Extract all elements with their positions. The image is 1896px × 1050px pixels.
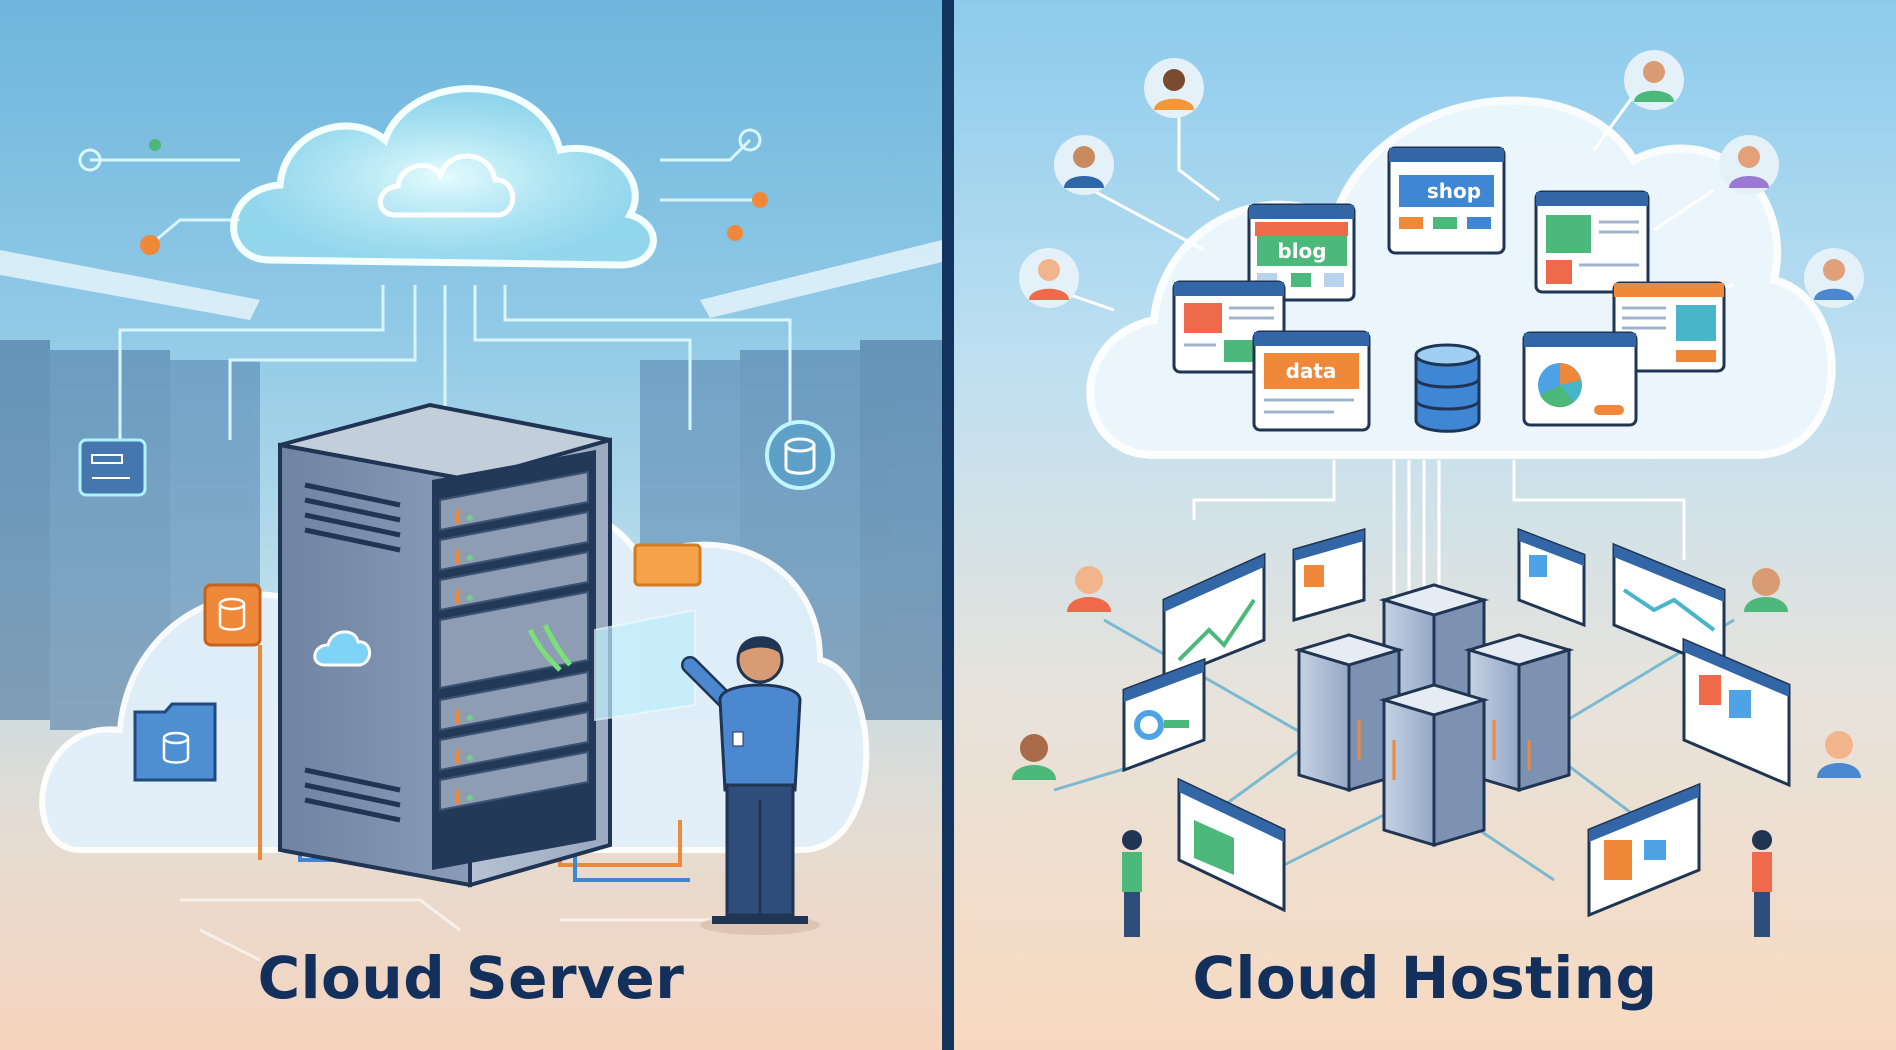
orange-database-tile (203, 583, 262, 647)
standing-person (1122, 830, 1142, 937)
user-avatar (1624, 50, 1684, 110)
user-avatar (1019, 248, 1079, 308)
cloud-hosting-title: Cloud Hosting (1192, 944, 1658, 1012)
cloud-hosting-illustration: shop blog data (1012, 50, 1864, 937)
cluster-links (1192, 460, 1686, 600)
image-window (1534, 190, 1650, 294)
users (1019, 50, 1864, 308)
server-tower (1378, 683, 1490, 848)
folder-icon (133, 702, 217, 782)
engineer (681, 636, 820, 935)
cloud-hosting-panel: shop blog data (954, 0, 1896, 1050)
user-avatar (1054, 135, 1114, 195)
server-rack (278, 402, 612, 888)
blog-label: blog (1277, 239, 1326, 263)
hologram-screen (594, 608, 696, 722)
chart-window (1522, 331, 1638, 427)
database-icon (765, 420, 835, 490)
browser-window (1517, 527, 1586, 628)
database-stack (1414, 343, 1481, 433)
orange-header-window (1612, 281, 1726, 373)
user-avatar (1067, 566, 1111, 612)
shop-window: shop (1387, 146, 1506, 255)
shop-label: shop (1427, 179, 1481, 203)
browser-window (1122, 657, 1206, 773)
network-lines (90, 138, 792, 460)
user-avatar (1804, 248, 1864, 308)
browser-window (1177, 777, 1286, 913)
blog-window: blog (1247, 203, 1356, 302)
user-avatar (1817, 731, 1861, 778)
ceiling-light (700, 240, 942, 318)
user-avatar (1144, 58, 1204, 118)
floor-users (1012, 566, 1861, 937)
user-avatar (1744, 568, 1788, 612)
browser-window (1162, 552, 1266, 683)
user-avatar (1719, 135, 1779, 195)
user-avatar (1012, 734, 1056, 780)
standing-person (1752, 830, 1772, 937)
data-window: data (1252, 330, 1371, 432)
cloud-server-panel: Cloud Server (0, 0, 942, 1050)
network-nodes (78, 128, 768, 255)
browser-windows (1122, 527, 1791, 918)
browser-window (1587, 782, 1701, 918)
panel-divider (942, 0, 954, 1050)
cloud-icon (230, 85, 657, 269)
browser-window (1292, 528, 1366, 622)
server-cluster (1293, 583, 1575, 848)
data-label: data (1286, 359, 1337, 383)
browser-window (1682, 637, 1791, 788)
network-card-icon (78, 438, 147, 497)
ceiling-light (0, 250, 260, 320)
cloud-server-title: Cloud Server (257, 944, 685, 1012)
cloud-server-illustration (0, 85, 942, 962)
server-tower (1463, 633, 1575, 793)
orange-folder-icon (633, 543, 702, 587)
server-tower (1293, 633, 1405, 793)
